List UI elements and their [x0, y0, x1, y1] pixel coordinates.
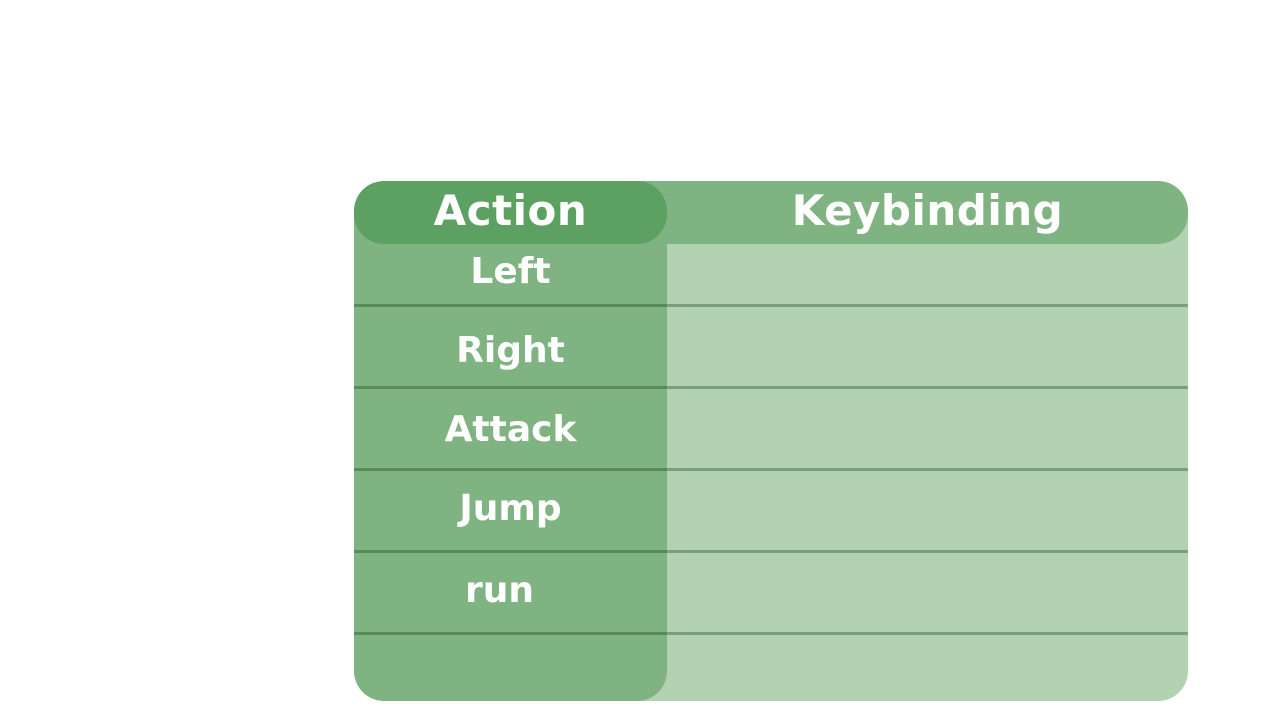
keybinding-panel: Action Keybinding Left Right Attack Jump… — [354, 181, 1188, 701]
action-label-attack: Attack — [444, 409, 577, 450]
action-label-right: Right — [456, 330, 565, 371]
keybinding-header-label: Keybinding — [791, 186, 1064, 235]
action-label-left: Left — [470, 251, 551, 292]
keybinding-cell-left[interactable] — [667, 244, 1188, 304]
action-label-run: run — [465, 570, 535, 611]
action-header-label: Action — [433, 186, 588, 235]
keybinding-cell-right[interactable] — [667, 307, 1188, 367]
action-column — [354, 181, 667, 701]
keybinding-cell-run[interactable] — [667, 553, 1188, 613]
action-label-jump: Jump — [459, 488, 562, 529]
keybinding-cell-attack[interactable] — [667, 389, 1188, 449]
action-header-cell — [354, 181, 667, 244]
keybinding-cell-jump[interactable] — [667, 471, 1188, 531]
